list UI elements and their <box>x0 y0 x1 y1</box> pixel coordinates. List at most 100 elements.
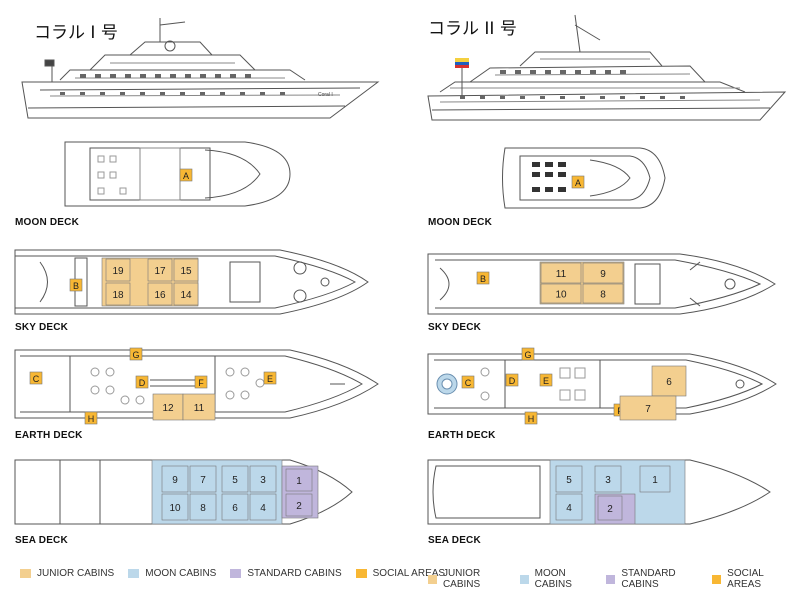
ship1-sky-cabin-18 <box>105 282 131 306</box>
ship1-earth-area-E-label: E <box>267 374 273 384</box>
ship1-sea-deck-label: SEA DECK <box>15 535 68 546</box>
ship1-sea-cabin-7 <box>189 465 217 493</box>
ship1-sky-cabin-14-number: 14 <box>180 290 192 301</box>
ship2-flag-icon <box>455 58 469 68</box>
legend-label: MOON CABINS <box>145 568 217 579</box>
ship1-sea-cabin-5 <box>221 465 249 493</box>
ship2-sky-cabin-8-number: 8 <box>600 290 606 301</box>
legend-moon-cabins: MOON CABINS <box>519 568 593 590</box>
ship2-earth-area-E-label: E <box>543 376 549 386</box>
legend-label: SOCIAL AREAS <box>727 568 764 590</box>
ship1-sky-cabin-19-number: 19 <box>112 266 124 277</box>
ship1-sea-cabin-8-number: 8 <box>200 503 206 514</box>
ship1-sky-area-label: B <box>73 281 79 291</box>
ship2-sea-cabin-2 <box>597 495 623 521</box>
ship2-sea-cabin-1 <box>639 465 671 493</box>
ship2-earth-cabin-7 <box>619 395 677 421</box>
legend-standard-cabins: STANDARD CABINS <box>230 568 342 579</box>
legend-moon-cabins: MOON CABINS <box>128 568 216 579</box>
ship2-earth-cabin-6-number: 6 <box>666 377 672 388</box>
legend-junior-cabins: JUNIOR CABINS <box>428 568 506 590</box>
ship1-sea-cabin-5-number: 5 <box>232 475 238 486</box>
legend-label: SOCIAL AREAS <box>372 568 446 579</box>
ship2-sea-cabin-5-number: 5 <box>566 475 572 486</box>
ship2-sky-area-label: B <box>480 274 486 284</box>
ship1-sky-cabin-15 <box>173 258 199 282</box>
ship2-legend: JUNIOR CABINS MOON CABINS STANDARD CABIN… <box>428 568 800 590</box>
ship2-sea-deck-label: SEA DECK <box>428 535 481 546</box>
ship1-earth-cabin-12 <box>152 393 184 421</box>
ship1-sea-cabin-10-number: 10 <box>169 503 181 514</box>
ship1-sky-cabin-17 <box>147 258 173 282</box>
legend-label: JUNIOR CABINS <box>442 568 481 590</box>
ship2-sea-cabin-4 <box>555 493 583 521</box>
ship1-sky-cabin-19 <box>105 258 131 282</box>
ship1-sky-cabin-16 <box>147 282 173 306</box>
ship2-earth-area-G-marker <box>521 347 535 361</box>
ship1-moon-deck <box>64 141 291 207</box>
ship2-earth-area-E-marker <box>539 373 553 387</box>
ship2-sky-cabin-10-number: 10 <box>555 290 567 301</box>
ship1-earth-area-D-label: D <box>139 378 146 388</box>
ship2-sea-cabin-3 <box>594 465 622 493</box>
ship1-sea-cabin-6-number: 6 <box>232 503 238 514</box>
ship1-hull-name: Coral I <box>318 92 333 98</box>
ship2-sea-cabin-4-number: 4 <box>566 503 572 514</box>
ship2-earth-area-D-label: D <box>509 376 516 386</box>
legend-label: JUNIOR CABINS <box>37 568 115 579</box>
legend-swatch <box>20 569 31 578</box>
ship1-title: コラル I 号 <box>34 23 118 43</box>
ship2-sky-area-marker <box>476 271 490 285</box>
ship1-legend: JUNIOR CABINS MOON CABINS STANDARD CABIN… <box>20 568 459 579</box>
legend-label: STANDARD CABINS <box>247 568 342 579</box>
ship2-earth-area-D-marker <box>505 373 519 387</box>
ship1-earth-cabin-11 <box>182 393 216 421</box>
ship2-sea-cabin-1-number: 1 <box>652 475 658 486</box>
ship1-sea-cabin-9 <box>161 465 189 493</box>
legend-social-areas: SOCIAL AREAS <box>712 568 786 590</box>
ship2-sky-cabin-10 <box>540 283 582 304</box>
ship1-sea-cabin-7-number: 7 <box>200 475 206 486</box>
ship1-earth-area-E-marker <box>263 371 277 385</box>
ship2-earth-area-G-label: G <box>524 350 531 360</box>
ship1-sky-area-marker <box>69 278 83 292</box>
ship2-earth-area-C-label: C <box>465 378 472 388</box>
ship1-sea-cabin-4 <box>249 493 277 521</box>
ship1-sea-cabin-2 <box>285 493 313 517</box>
ship2-earth-deck <box>427 353 777 415</box>
ship2-earth-cabin-6 <box>651 365 687 397</box>
ship1-earth-area-F-label: F <box>198 378 204 388</box>
ship1-earth-area-C-marker <box>29 371 43 385</box>
ship2-sky-deck-label: SKY DECK <box>428 322 482 333</box>
ship1-earth-cabin-12-number: 12 <box>162 403 174 414</box>
ship1-sea-cabin-1 <box>285 468 313 492</box>
ship1-sky-cabin-14 <box>173 282 199 306</box>
ship2-sea-cabin-2-number: 2 <box>607 504 613 515</box>
ship1-moon-area-label: A <box>183 171 189 181</box>
ship1-sea-cabin-8 <box>189 493 217 521</box>
legend-label: STANDARD CABINS <box>621 568 676 590</box>
legend-social-areas: SOCIAL AREAS <box>355 568 446 579</box>
ship1-sea-cabin-3-number: 3 <box>260 475 266 486</box>
ship2-earth-cabin-7-number: 7 <box>645 404 651 415</box>
legend-junior-cabins: JUNIOR CABINS <box>20 568 114 579</box>
ship2-earth-area-H-marker <box>524 411 538 425</box>
ship1-earth-deck-label: EARTH DECK <box>15 430 83 441</box>
legend-swatch <box>712 574 722 584</box>
ship2-sky-cabin-11-number: 11 <box>556 269 567 280</box>
ship1-earth-area-G-marker <box>129 347 143 361</box>
ship1-earth-area-C-label: C <box>33 374 40 384</box>
ship2-earth-deck-label: EARTH DECK <box>428 430 496 441</box>
legend-label: MOON CABINS <box>534 568 572 590</box>
ship1-sky-cabin-15-number: 15 <box>180 266 192 277</box>
ship2-earth-area-H-label: H <box>528 414 535 424</box>
ship1-sea-cabin-4-number: 4 <box>260 503 266 514</box>
ship1-earth-cabin-11-number: 11 <box>194 403 205 414</box>
ship1-sea-cabin-1-number: 1 <box>296 476 302 487</box>
ship1-sea-cabin-9-number: 9 <box>172 475 178 486</box>
ship2-moon-area-label: A <box>575 178 581 188</box>
ship1-earth-area-D-marker <box>135 375 149 389</box>
ship1-sea-cabin-2-number: 2 <box>296 501 302 512</box>
ship1-earth-area-H-label: H <box>88 414 95 424</box>
